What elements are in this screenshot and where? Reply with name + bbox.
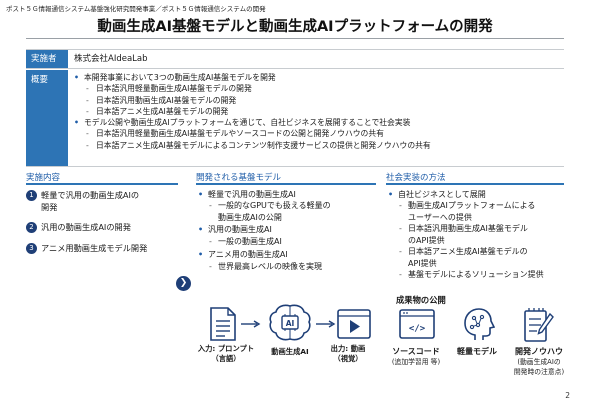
breadcrumb: ポスト５Ｇ情報通信システム基盤強化研究開発事業／ポスト５Ｇ情報通信システムの開発 [6,5,266,13]
social-line: API提供 [408,258,437,268]
overview-line: •本開発事業において3つの動画生成AI基盤モデルを開発 [74,73,276,82]
step-item: 3 アニメ用動画生成モデル開発 [26,242,147,254]
overview-line: •モデル公開や動画生成AIプラットフォームを通じて、自社ビジネスを展開することで… [74,118,411,128]
step-number: 3 [26,243,37,254]
implementation-heading: 実施内容 [26,173,61,183]
models-heading: 開発される基盤モデル [196,173,282,183]
social-line: のAPI提供 [408,235,445,245]
page-number: 2 [565,391,570,400]
step-number: 2 [26,222,37,233]
step-item: 1 軽量で汎用の動画生成AIの開発 [26,189,139,213]
overview-row: 概要 •本開発事業において3つの動画生成AI基盤モデルを開発 -日本語汎用軽量動… [26,69,564,167]
implementer-row: 実施者 株式会社AIdeaLab [26,50,564,69]
dev-knowhow-label: 開発ノウハウ [515,347,563,356]
svg-text:AI: AI [286,319,295,328]
code-window-icon: </> [399,309,435,339]
model-line: 動画生成AIの公開 [218,212,282,222]
source-code-sub: (追加学習用 等) [391,358,441,366]
implementer-label: 実施者 [26,50,68,68]
svg-text:</>: </> [409,324,426,334]
social-line: •自社ビジネスとして展開 [388,190,486,199]
model-line: -世界最高レベルの映像を実現 [209,262,322,271]
models-rule [196,183,376,185]
model-line: -一般的なGPUでも扱える軽量の [209,201,331,210]
overview-line: -日本語汎用軽量動画生成AI基盤モデルやソースコードの公開と開発ノウハウの共有 [86,129,384,139]
head-circuit-icon [464,308,495,340]
page-title: 動画生成AI基盤モデルと動画生成AIプラットフォームの開発 [97,19,493,35]
social-line: -日本語アニメ生成AI基盤モデルの [399,247,528,256]
brain-ai-icon: AI [269,304,311,341]
social-heading: 社会実装の方法 [386,173,446,183]
results-heading: 成果物の公開 [396,295,446,305]
step-item: 2 汎用の動画生成AIの開発 [26,221,131,233]
model-line: •アニメ用の動画生成AI [198,250,288,259]
social-line: -動画生成AIプラットフォームによる [399,201,536,210]
overview-line: -日本語アニメ生成AI基盤モデルの開発 [86,106,229,116]
model-caption: 動画生成AI [271,347,309,356]
social-line: -日本語汎用動画生成AI基盤モデル [399,224,528,233]
implementation-rule [26,183,178,185]
step-number: 1 [26,190,37,201]
chevron-right-icon: ❯ [176,276,191,291]
overview-line: -日本語汎用動画生成AI基盤モデルの開発 [86,95,237,105]
light-model-label: 軽量モデル [457,347,497,356]
implementer-value: 株式会社AIdeaLab [68,50,564,68]
social-rule [386,183,564,185]
model-line: •汎用の動画生成AI [198,225,272,234]
dev-knowhow-sub: (動画生成AIの開発時の注意点) [513,358,565,376]
overview-line: -日本語汎用軽量動画生成AI基盤モデルの開発 [86,84,252,94]
arrow-right-icon [316,320,336,328]
video-play-icon [337,309,371,339]
social-line: -基盤モデルによるソリューション提供 [399,270,544,279]
social-line: ユーザーへの提供 [408,212,472,222]
arrow-right-icon [241,320,261,328]
model-line: -一般の動画生成AI [209,237,282,246]
info-table: 実施者 株式会社AIdeaLab 概要 •本開発事業において3つの動画生成AI基… [26,49,564,167]
overview-label: 概要 [26,69,68,166]
document-icon [210,307,236,341]
overview-line: -日本語アニメ生成AI基盤モデルによるコンテンツ制作支援サービスの提供と開発ノウ… [86,140,431,150]
overview-body: •本開発事業において3つの動画生成AI基盤モデルを開発 -日本語汎用軽量動画生成… [68,69,564,166]
output-caption: 出力: 動画（視覚） [330,344,366,363]
notebook-pen-icon [524,308,554,342]
title-divider [26,38,564,39]
input-caption: 入力: プロンプト（言語） [197,344,255,363]
source-code-label: ソースコード [392,347,440,356]
model-line: •軽量で汎用の動画生成AI [198,190,296,199]
